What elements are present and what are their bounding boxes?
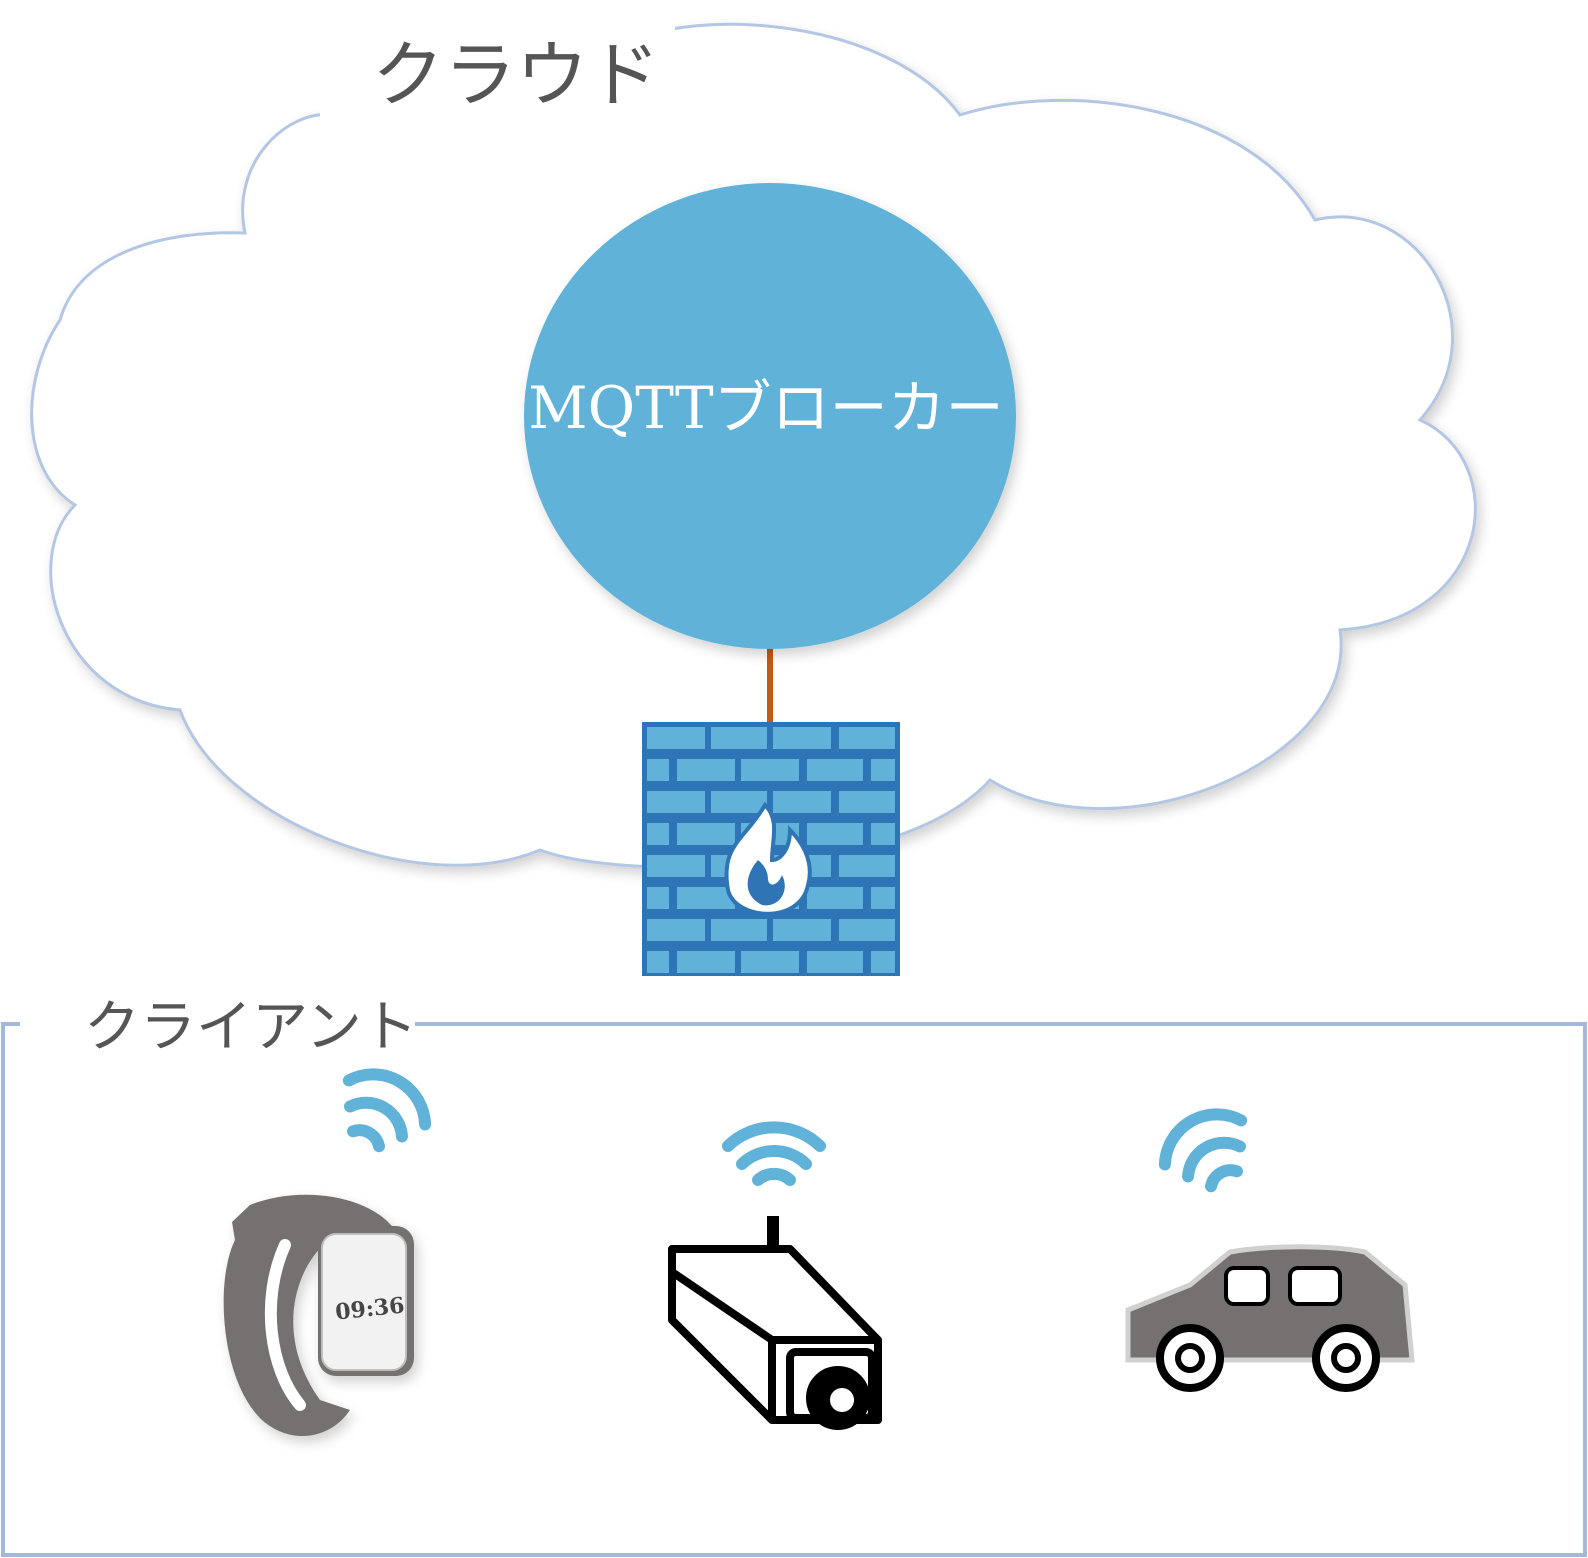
wifi-icon (342, 1068, 432, 1153)
wifi-icon (722, 1121, 826, 1186)
wifi-icon (1158, 1108, 1248, 1193)
broker-circle (524, 183, 1016, 649)
car-icon[interactable] (1125, 1244, 1415, 1392)
flame-icon (724, 801, 812, 916)
smartwatch-icon[interactable]: 09:36 (223, 1194, 414, 1437)
broker-label: MQTTブローカー (528, 374, 1003, 442)
security-camera-icon[interactable] (668, 1216, 882, 1430)
firewall-icon (642, 722, 900, 976)
client-area-label: クライアント (84, 995, 418, 1060)
client-area (1, 1022, 1587, 1557)
cloud-label: クラウド (372, 33, 660, 117)
mqtt-broker-node[interactable]: MQTTブローカー (524, 183, 1016, 649)
